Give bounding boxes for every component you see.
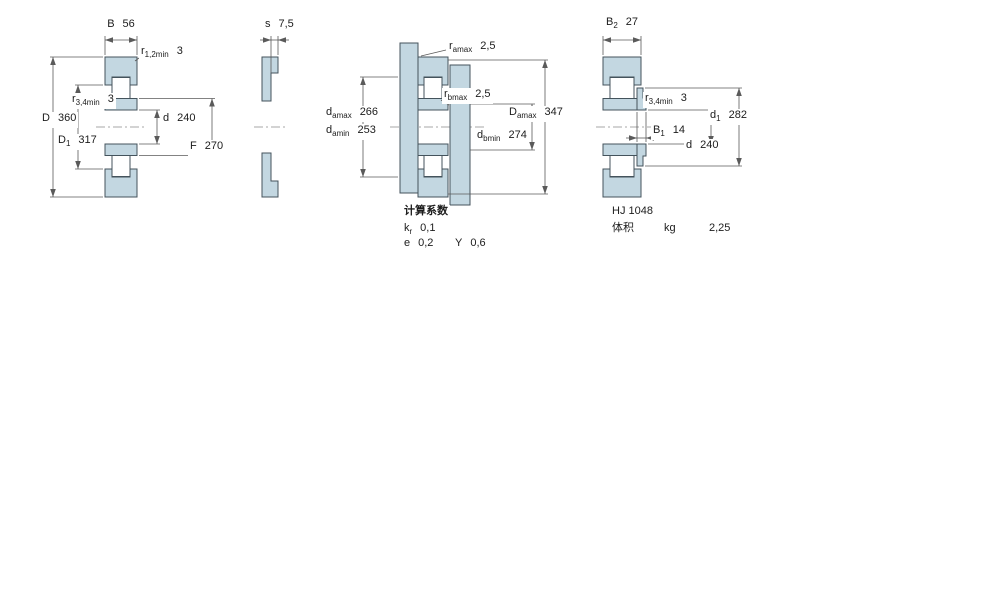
ring-section-top: [261, 56, 279, 102]
shaft-shoulder: [449, 64, 471, 206]
fig-abutment-dims: [360, 42, 548, 206]
calc-factors-title: 计算系数: [402, 205, 450, 218]
designation-hj-ring: HJ 1048: [610, 205, 655, 218]
fig-bearing-with-hj-ring: [596, 36, 742, 198]
inner-ring-bottom: [104, 143, 138, 156]
inner-ring-top: [602, 98, 638, 111]
roller-bottom: [609, 155, 635, 177]
roller-bottom: [423, 155, 443, 177]
mass-unit: kg: [662, 222, 678, 235]
mass-value: 2,25: [707, 222, 733, 235]
outer-ring-bottom: [602, 168, 642, 198]
mass-label: 体积: [610, 222, 636, 235]
fig-ring-width-s: [254, 36, 289, 198]
roller-top: [423, 77, 443, 99]
roller-bottom: [111, 155, 131, 177]
inner-ring-bottom: [417, 143, 449, 156]
roller-top: [609, 77, 635, 99]
housing-shoulder: [399, 42, 419, 194]
outer-ring-bottom: [104, 168, 138, 198]
inner-ring-bottom: [602, 143, 638, 156]
outer-ring-bottom: [417, 168, 449, 198]
angle-ring-bottom: [636, 143, 647, 167]
ring-section-bottom: [261, 152, 279, 198]
